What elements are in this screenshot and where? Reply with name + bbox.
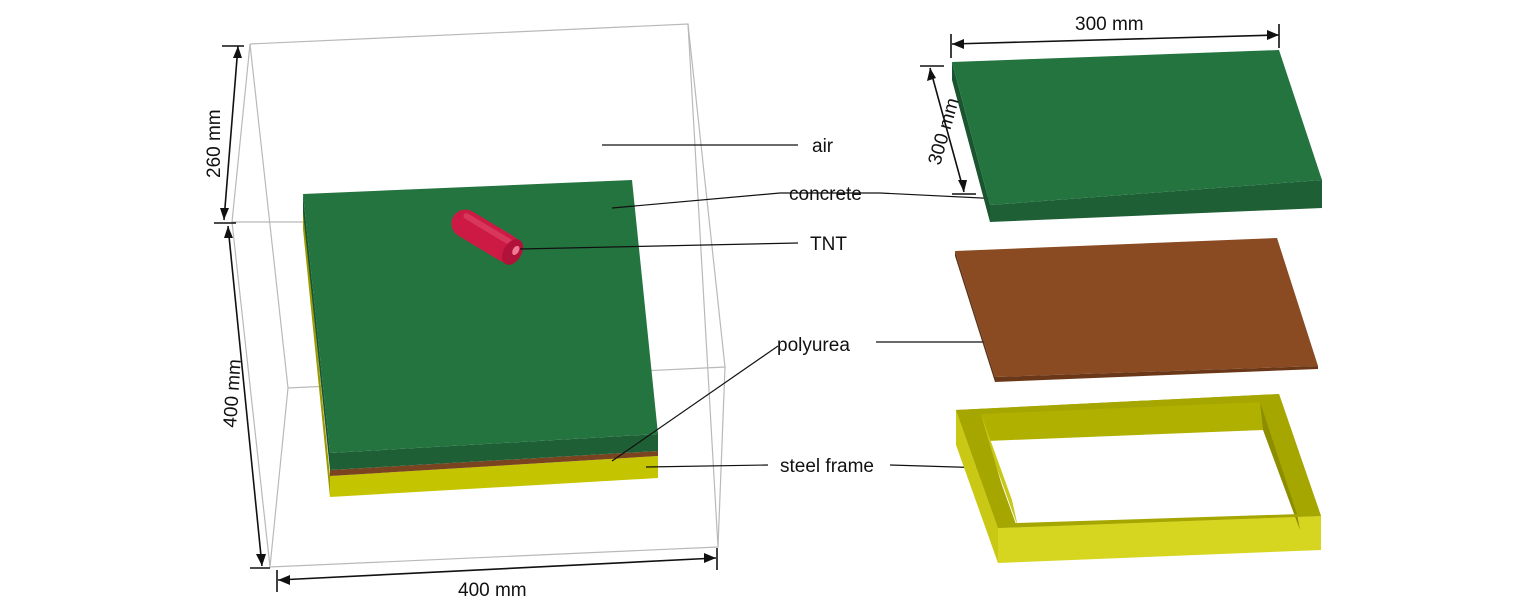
dim-label-air-height: 260 mm [204, 109, 225, 178]
label-steel-frame: steel frame [780, 456, 874, 477]
exploded-concrete-slab [952, 50, 1322, 222]
exploded-polyurea-sheet [955, 238, 1318, 382]
dim-label-slab-depth: 300 mm [925, 96, 964, 168]
label-air: air [812, 136, 834, 157]
left-steel-frame [303, 208, 658, 497]
label-concrete: concrete [789, 184, 862, 205]
left-polyurea-layer [330, 451, 658, 476]
dim-label-slab-width: 300 mm [1075, 14, 1144, 35]
dimension-model-height: 400 mm [220, 225, 270, 569]
air-domain-box [231, 23, 726, 568]
label-tnt: TNT [810, 234, 847, 255]
dim-label-model-width: 400 mm [458, 580, 527, 601]
dimension-slab-width: 300 mm [950, 14, 1280, 58]
dim-label-model-height: 400 mm [220, 358, 246, 428]
dimension-air-height: 260 mm [204, 45, 244, 224]
exploded-steel-frame [956, 394, 1321, 563]
dimension-model-width: 400 mm [276, 548, 718, 601]
label-polyurea: polyurea [777, 335, 850, 356]
tnt-charge [451, 209, 524, 265]
